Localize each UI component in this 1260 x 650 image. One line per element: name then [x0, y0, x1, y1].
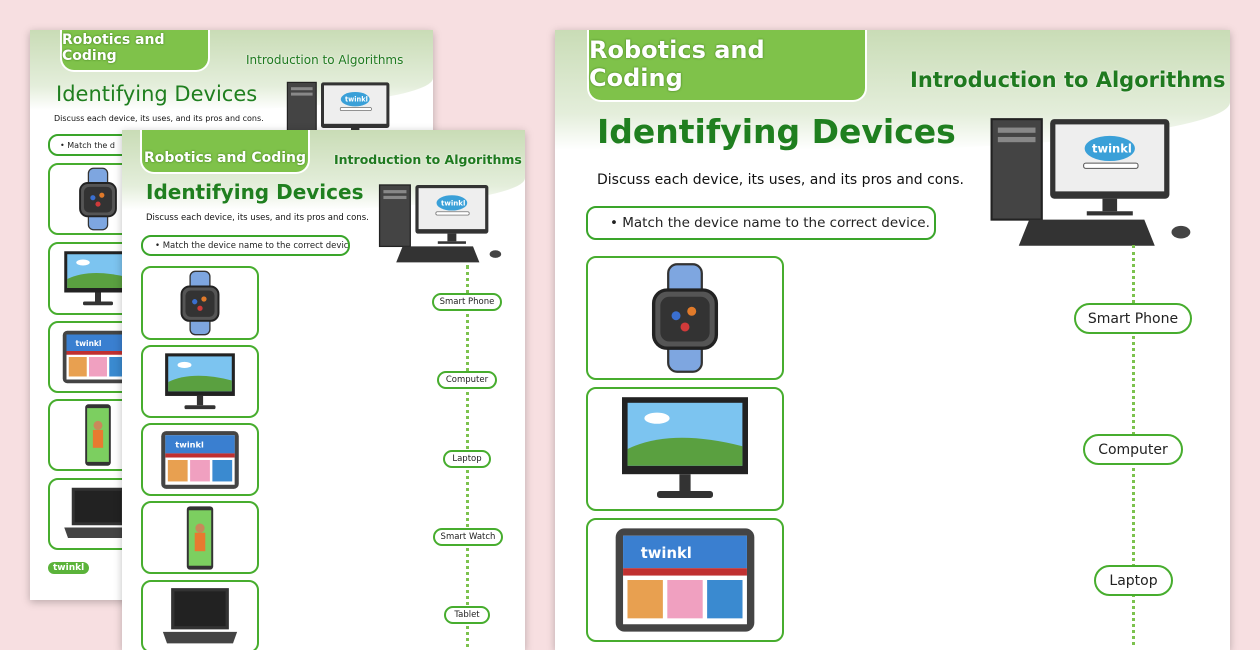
desktop-computer-image	[987, 115, 1197, 251]
monitor-image	[161, 351, 239, 413]
discussion-text: Discuss each device, its uses, and its p…	[54, 114, 264, 123]
discussion-text: Discuss each device, its uses, and its p…	[597, 172, 964, 188]
device-card-smartphone[interactable]	[141, 501, 259, 574]
label-laptop[interactable]: Laptop	[443, 450, 491, 468]
unit-title: Introduction to Algorithms	[246, 53, 404, 67]
worksheet-middle: Robotics and Coding Introduction to Algo…	[122, 130, 525, 650]
tablet-image	[610, 521, 760, 639]
label-computer[interactable]: Computer	[1083, 434, 1183, 465]
smartphone-image	[78, 403, 118, 467]
category-label: Robotics and Coding	[143, 150, 307, 166]
instruction-text: • Match the device name to the correct d…	[610, 215, 930, 231]
desktop-computer-image	[377, 182, 505, 266]
category-tab: Robotics and Coding	[60, 30, 210, 72]
device-card-monitor[interactable]	[141, 345, 259, 418]
smartwatch-image	[66, 167, 130, 231]
device-card-laptop[interactable]	[141, 580, 259, 650]
page-title: Identifying Devices	[146, 180, 364, 204]
device-card-monitor[interactable]	[586, 387, 784, 511]
twinkl-logo: twinkl	[48, 562, 90, 574]
smartphone-image	[180, 505, 220, 571]
unit-title: Introduction to Algorithms	[910, 68, 1226, 92]
unit-title: Introduction to Algorithms	[334, 152, 522, 167]
category-label: Robotics and Coding	[62, 32, 165, 64]
device-card-smartwatch[interactable]	[141, 266, 259, 340]
instruction-box: • Match the device name to the correct d…	[141, 235, 350, 256]
laptop-image	[158, 584, 242, 650]
smartwatch-image	[167, 270, 233, 336]
label-smart-phone[interactable]: Smart Phone	[1074, 303, 1192, 334]
discussion-text: Discuss each device, its uses, and its p…	[146, 213, 369, 223]
monitor-image	[615, 393, 755, 505]
label-computer[interactable]: Computer	[437, 371, 497, 389]
category-label: Robotics and Coding	[589, 36, 765, 92]
label-smart-watch[interactable]: Smart Watch	[433, 528, 503, 546]
instruction-box: • Match the device name to the correct d…	[586, 206, 936, 240]
device-card-smartwatch[interactable]	[586, 256, 784, 380]
label-smart-phone[interactable]: Smart Phone	[432, 293, 502, 311]
tablet-image	[158, 427, 242, 493]
instruction-text: • Match the device name to the correct d…	[155, 240, 350, 251]
device-card-tablet[interactable]	[141, 423, 259, 496]
instruction-text: • Match the d	[60, 140, 115, 150]
category-tab: Robotics and Coding	[140, 130, 310, 174]
label-laptop[interactable]: Laptop	[1094, 565, 1173, 596]
smartwatch-image	[629, 262, 741, 374]
label-tablet[interactable]: Tablet	[444, 606, 490, 624]
category-tab: Robotics and Coding	[587, 30, 867, 102]
page-title: Identifying Devices	[597, 112, 956, 151]
worksheet-front: Robotics and Coding Introduction to Algo…	[555, 30, 1230, 650]
page-title: Identifying Devices	[56, 82, 258, 106]
device-card-tablet[interactable]	[586, 518, 784, 642]
